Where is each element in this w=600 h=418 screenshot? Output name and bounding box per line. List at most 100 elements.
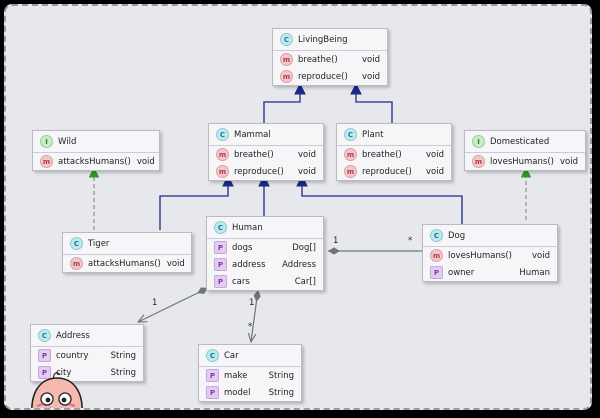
method-type: void xyxy=(136,156,155,167)
class-header: C Tiger xyxy=(63,233,191,255)
method-row[interactable]: m breathe() void xyxy=(209,146,323,163)
method-row[interactable]: m reproduce() void xyxy=(273,68,387,85)
method-type: void xyxy=(362,71,380,82)
dog-extends-mammal-line xyxy=(296,174,463,226)
multiplicity-label: 1 xyxy=(152,298,158,308)
class-header: C Human xyxy=(207,217,323,239)
class-header: C Address xyxy=(31,325,143,347)
property-type: String xyxy=(268,370,294,381)
method-icon: m xyxy=(216,148,229,161)
interface-domesticated[interactable]: I Domesticated m lovesHumans() void xyxy=(464,130,586,171)
property-name: country xyxy=(56,350,89,361)
class-header: C LivingBeing xyxy=(273,29,387,51)
interface-icon: I xyxy=(472,135,485,148)
method-type: void xyxy=(362,54,380,65)
method-name: attacksHumans() xyxy=(58,156,131,167)
property-type: Dog[] xyxy=(292,242,316,253)
class-icon: C xyxy=(280,33,293,46)
property-icon: P xyxy=(214,258,227,271)
interface-wild[interactable]: I Wild m attacksHumans() void xyxy=(32,130,160,171)
class-mammal[interactable]: C Mammal m breathe() void m reproduce() … xyxy=(208,123,324,181)
class-livingbeing[interactable]: C LivingBeing m breathe() void m reprodu… xyxy=(272,28,388,86)
class-header: C Plant xyxy=(337,124,451,146)
class-name: Tiger xyxy=(88,238,110,249)
class-name: Address xyxy=(56,330,90,341)
class-icon: C xyxy=(216,128,229,141)
method-row[interactable]: m attacksHumans() void xyxy=(63,255,191,272)
method-row[interactable]: m breathe() void xyxy=(273,51,387,68)
method-icon: m xyxy=(280,53,293,66)
property-name: address xyxy=(232,259,266,270)
method-icon: m xyxy=(344,165,357,178)
method-row[interactable]: m breathe() void xyxy=(337,146,451,163)
method-name: reproduce() xyxy=(298,71,348,82)
method-row[interactable]: m reproduce() void xyxy=(209,163,323,180)
method-type: void xyxy=(560,156,578,167)
class-header: C Car xyxy=(199,345,301,367)
method-type: void xyxy=(166,258,185,269)
class-name: Mammal xyxy=(234,129,271,140)
method-name: lovesHumans() xyxy=(490,156,554,167)
class-icon: C xyxy=(214,221,227,234)
class-name: Domesticated xyxy=(490,136,550,147)
method-name: attacksHumans() xyxy=(88,258,161,269)
method-name: reproduce() xyxy=(362,166,412,177)
property-type: String xyxy=(110,350,136,361)
class-header: I Wild xyxy=(33,131,159,153)
human-car-association-line xyxy=(251,289,258,342)
method-icon: m xyxy=(40,155,53,168)
method-row[interactable]: m lovesHumans() void xyxy=(465,153,585,170)
property-name: city xyxy=(56,367,72,378)
class-name: Human xyxy=(232,222,263,233)
property-row[interactable]: P country String xyxy=(31,347,143,364)
method-row[interactable]: m attacksHumans() void xyxy=(33,153,159,170)
class-icon: C xyxy=(38,329,51,342)
property-type: Human xyxy=(519,267,550,278)
class-dog[interactable]: C Dog m lovesHumans() void P owner Human xyxy=(422,224,558,282)
property-name: model xyxy=(224,387,251,398)
property-row[interactable]: P address Address xyxy=(207,256,323,273)
method-icon: m xyxy=(344,148,357,161)
method-type: void xyxy=(426,166,444,177)
property-row[interactable]: P cars Car[] xyxy=(207,273,323,290)
property-row[interactable]: P dogs Dog[] xyxy=(207,239,323,256)
property-icon: P xyxy=(38,349,51,362)
class-icon: C xyxy=(70,237,83,250)
method-name: breathe() xyxy=(362,149,402,160)
property-icon: P xyxy=(206,369,219,382)
property-icon: P xyxy=(214,241,227,254)
method-type: void xyxy=(532,250,550,261)
method-row[interactable]: m lovesHumans() void xyxy=(423,247,557,264)
property-row[interactable]: P make String xyxy=(199,367,301,384)
class-header: C Mammal xyxy=(209,124,323,146)
property-row[interactable]: P model String xyxy=(199,384,301,401)
tiger-extends-mammal-line xyxy=(159,174,234,230)
class-name: LivingBeing xyxy=(298,34,348,45)
class-tiger[interactable]: C Tiger m attacksHumans() void xyxy=(62,232,192,273)
class-name: Plant xyxy=(362,129,384,140)
method-icon: m xyxy=(216,165,229,178)
property-row[interactable]: P city String xyxy=(31,364,143,381)
property-name: make xyxy=(224,370,248,381)
property-icon: P xyxy=(214,275,227,288)
multiplicity-label: * xyxy=(408,236,413,246)
class-plant[interactable]: C Plant m breathe() void m reproduce() v… xyxy=(336,123,452,181)
method-name: reproduce() xyxy=(234,166,284,177)
class-icon: C xyxy=(344,128,357,141)
property-type: Address xyxy=(282,259,316,270)
multiplicity-label: * xyxy=(248,322,253,332)
method-icon: m xyxy=(430,249,443,262)
property-name: dogs xyxy=(232,242,253,253)
method-row[interactable]: m reproduce() void xyxy=(337,163,451,180)
class-address[interactable]: C Address P country String P city String xyxy=(30,324,144,382)
class-car[interactable]: C Car P make String P model String xyxy=(198,344,302,402)
class-icon: C xyxy=(206,349,219,362)
property-icon: P xyxy=(430,266,443,279)
class-human[interactable]: C Human P dogs Dog[] P address Address P… xyxy=(206,216,324,291)
property-row[interactable]: P owner Human xyxy=(423,264,557,281)
plant-extends-livingbeing-line xyxy=(350,82,393,123)
connector-layer xyxy=(88,82,532,410)
method-type: void xyxy=(298,166,316,177)
method-type: void xyxy=(426,149,444,160)
class-header: I Domesticated xyxy=(465,131,585,153)
